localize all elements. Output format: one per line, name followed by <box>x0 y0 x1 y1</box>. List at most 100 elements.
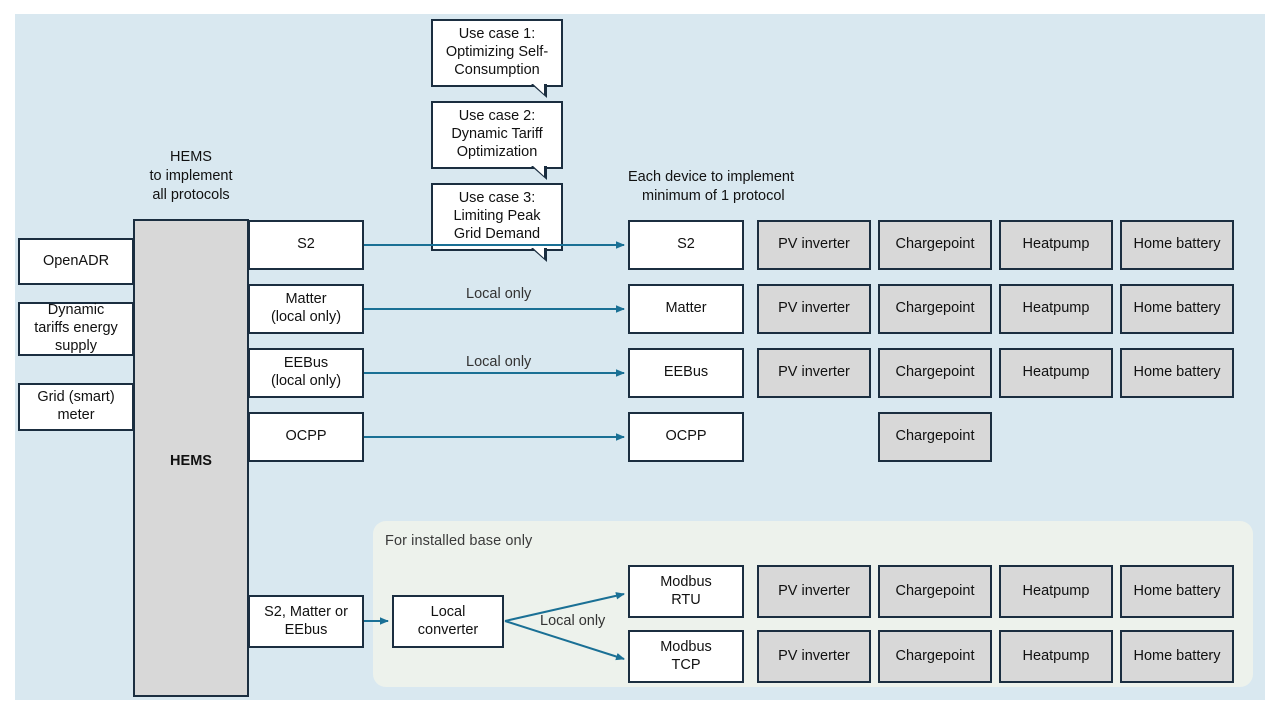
device-label: PV inverter <box>778 582 850 599</box>
hems-caption-line-1: HEMS <box>170 149 212 165</box>
device-label: Heatpump <box>1022 236 1090 253</box>
protocol-box-modbus-tcp[interactable]: Modbus TCP <box>628 630 744 683</box>
use-case-2-bubble[interactable]: Use case 2: Dynamic Tariff Optimization <box>431 101 563 180</box>
speech-tail-inner-icon <box>532 83 544 94</box>
protocol-box-modbus-tcp-line-1: Modbus <box>660 638 712 655</box>
device-label: Chargepoint <box>895 582 975 599</box>
protocol-box-modbus-rtu[interactable]: Modbus RTU <box>628 565 744 618</box>
input-grid-meter-line-1: Grid (smart) <box>37 389 115 406</box>
use-case-1-line-1: Use case 1: <box>458 26 536 43</box>
protocol-box-eebus[interactable]: EEBus <box>628 348 744 398</box>
speech-tail-inner-icon <box>532 165 544 176</box>
hems-port-eebus-line-1: EEBus <box>283 355 329 372</box>
hems-caption-line-2: to implement <box>149 167 233 184</box>
device-label: Heatpump <box>1022 364 1090 381</box>
protocol-box-ocpp[interactable]: OCPP <box>628 412 744 462</box>
device-label: Home battery <box>1133 364 1221 381</box>
input-dynamic-tariffs-line-3: supply <box>55 337 97 354</box>
device-box-eebus-pv-inverter[interactable]: PV inverter <box>757 348 871 398</box>
protocol-box-modbus-rtu-line-2: RTU <box>671 591 701 608</box>
local-converter-line-2: converter <box>417 621 479 638</box>
device-label: Chargepoint <box>895 647 975 664</box>
use-case-2-line-1: Use case 2: <box>458 108 536 125</box>
device-box-eebus-home-battery[interactable]: Home battery <box>1120 348 1234 398</box>
device-label: PV inverter <box>778 647 850 664</box>
device-box-s2-home-battery[interactable]: Home battery <box>1120 220 1234 270</box>
device-label: Heatpump <box>1022 582 1090 599</box>
use-case-3-line-1: Use case 3: <box>458 190 536 207</box>
device-box-modbus-rtu-chargepoint[interactable]: Chargepoint <box>878 565 992 618</box>
hems-port-matter[interactable]: Matter (local only) <box>248 284 364 334</box>
input-openadr-label: OpenADR <box>42 252 110 269</box>
device-label: PV inverter <box>778 236 850 253</box>
device-label: PV inverter <box>778 300 850 317</box>
hems-port-eebus-line-2: (local only) <box>270 373 342 389</box>
hems-port-converter-line-2: EEbus <box>284 621 328 638</box>
device-box-s2-chargepoint[interactable]: Chargepoint <box>878 220 992 270</box>
input-box-grid-smart-meter[interactable]: Grid (smart) meter <box>18 383 134 431</box>
device-box-matter-chargepoint[interactable]: Chargepoint <box>878 284 992 334</box>
device-box-modbus-tcp-chargepoint[interactable]: Chargepoint <box>878 630 992 683</box>
local-converter-line-1: Local <box>430 603 466 620</box>
device-label: Chargepoint <box>895 300 975 317</box>
protocol-box-s2-label: S2 <box>677 236 695 253</box>
protocol-box-s2[interactable]: S2 <box>628 220 744 270</box>
protocol-box-matter[interactable]: Matter <box>628 284 744 334</box>
device-box-matter-heatpump[interactable]: Heatpump <box>999 284 1113 334</box>
device-protocol-caption-line-1: Each device to implement <box>628 169 795 185</box>
device-label: Chargepoint <box>895 236 975 253</box>
hems-port-converter-line-1: S2, Matter or <box>264 603 348 620</box>
device-label: Home battery <box>1133 647 1221 664</box>
hems-port-converter-protocols[interactable]: S2, Matter or EEbus <box>248 595 364 648</box>
protocol-box-ocpp-label: OCPP <box>665 428 707 445</box>
use-case-3-line-2: Limiting Peak <box>453 208 541 225</box>
device-box-modbus-rtu-heatpump[interactable]: Heatpump <box>999 565 1113 618</box>
device-box-matter-pv-inverter[interactable]: PV inverter <box>757 284 871 334</box>
device-label: Home battery <box>1133 236 1221 253</box>
device-box-s2-heatpump[interactable]: Heatpump <box>999 220 1113 270</box>
input-box-openadr[interactable]: OpenADR <box>18 238 134 285</box>
hems-block-label: HEMS <box>170 453 212 469</box>
device-label: Home battery <box>1133 582 1221 599</box>
hems-port-eebus[interactable]: EEBus (local only) <box>248 348 364 398</box>
input-dynamic-tariffs-line-2: tariffs energy <box>34 320 118 337</box>
installed-base-panel-label: For installed base only <box>385 533 533 549</box>
device-label: Chargepoint <box>895 428 975 445</box>
arrow-label-matter-local-only: Local only <box>466 286 532 302</box>
device-box-modbus-tcp-heatpump[interactable]: Heatpump <box>999 630 1113 683</box>
device-label: PV inverter <box>778 364 850 381</box>
device-box-modbus-tcp-pv-inverter[interactable]: PV inverter <box>757 630 871 683</box>
device-box-eebus-heatpump[interactable]: Heatpump <box>999 348 1113 398</box>
device-box-ocpp-chargepoint[interactable]: Chargepoint <box>878 412 992 462</box>
device-box-modbus-rtu-pv-inverter[interactable]: PV inverter <box>757 565 871 618</box>
hems-port-ocpp[interactable]: OCPP <box>248 412 364 462</box>
hems-caption-line-3: all protocols <box>152 186 230 203</box>
input-box-dynamic-tariffs[interactable]: Dynamic tariffs energy supply <box>18 302 134 356</box>
device-box-matter-home-battery[interactable]: Home battery <box>1120 284 1234 334</box>
use-case-3-bubble[interactable]: Use case 3: Limiting Peak Grid Demand <box>431 183 563 262</box>
device-box-s2-pv-inverter[interactable]: PV inverter <box>757 220 871 270</box>
device-label: Heatpump <box>1022 647 1090 664</box>
arrow-label-eebus-local-only: Local only <box>466 354 532 370</box>
hems-port-s2[interactable]: S2 <box>248 220 364 270</box>
hems-block[interactable]: HEMS <box>133 219 249 697</box>
device-label: Home battery <box>1133 300 1221 317</box>
use-case-1-bubble[interactable]: Use case 1: Optimizing Self- Consumption <box>431 19 563 98</box>
speech-tail-inner-icon <box>532 247 544 258</box>
protocol-box-modbus-tcp-line-2: TCP <box>671 656 701 673</box>
protocol-box-matter-label: Matter <box>665 300 707 317</box>
device-protocol-caption: Each device to implement minimum of 1 pr… <box>628 168 868 206</box>
input-dynamic-tariffs-line-1: Dynamic <box>47 302 105 319</box>
hems-port-matter-line-1: Matter <box>285 291 327 308</box>
device-protocol-caption-line-2: minimum of 1 protocol <box>642 187 785 204</box>
use-case-1-line-3: Consumption <box>454 61 540 78</box>
protocol-box-modbus-rtu-line-1: Modbus <box>660 573 712 590</box>
use-case-1-line-2: Optimizing Self- <box>445 44 549 61</box>
use-case-2-line-2: Dynamic Tariff <box>451 126 543 143</box>
device-box-modbus-tcp-home-battery[interactable]: Home battery <box>1120 630 1234 683</box>
device-box-modbus-rtu-home-battery[interactable]: Home battery <box>1120 565 1234 618</box>
device-box-eebus-chargepoint[interactable]: Chargepoint <box>878 348 992 398</box>
local-converter-box[interactable]: Local converter <box>392 595 504 648</box>
arrow-label-converter-local-only: Local only <box>540 613 606 629</box>
